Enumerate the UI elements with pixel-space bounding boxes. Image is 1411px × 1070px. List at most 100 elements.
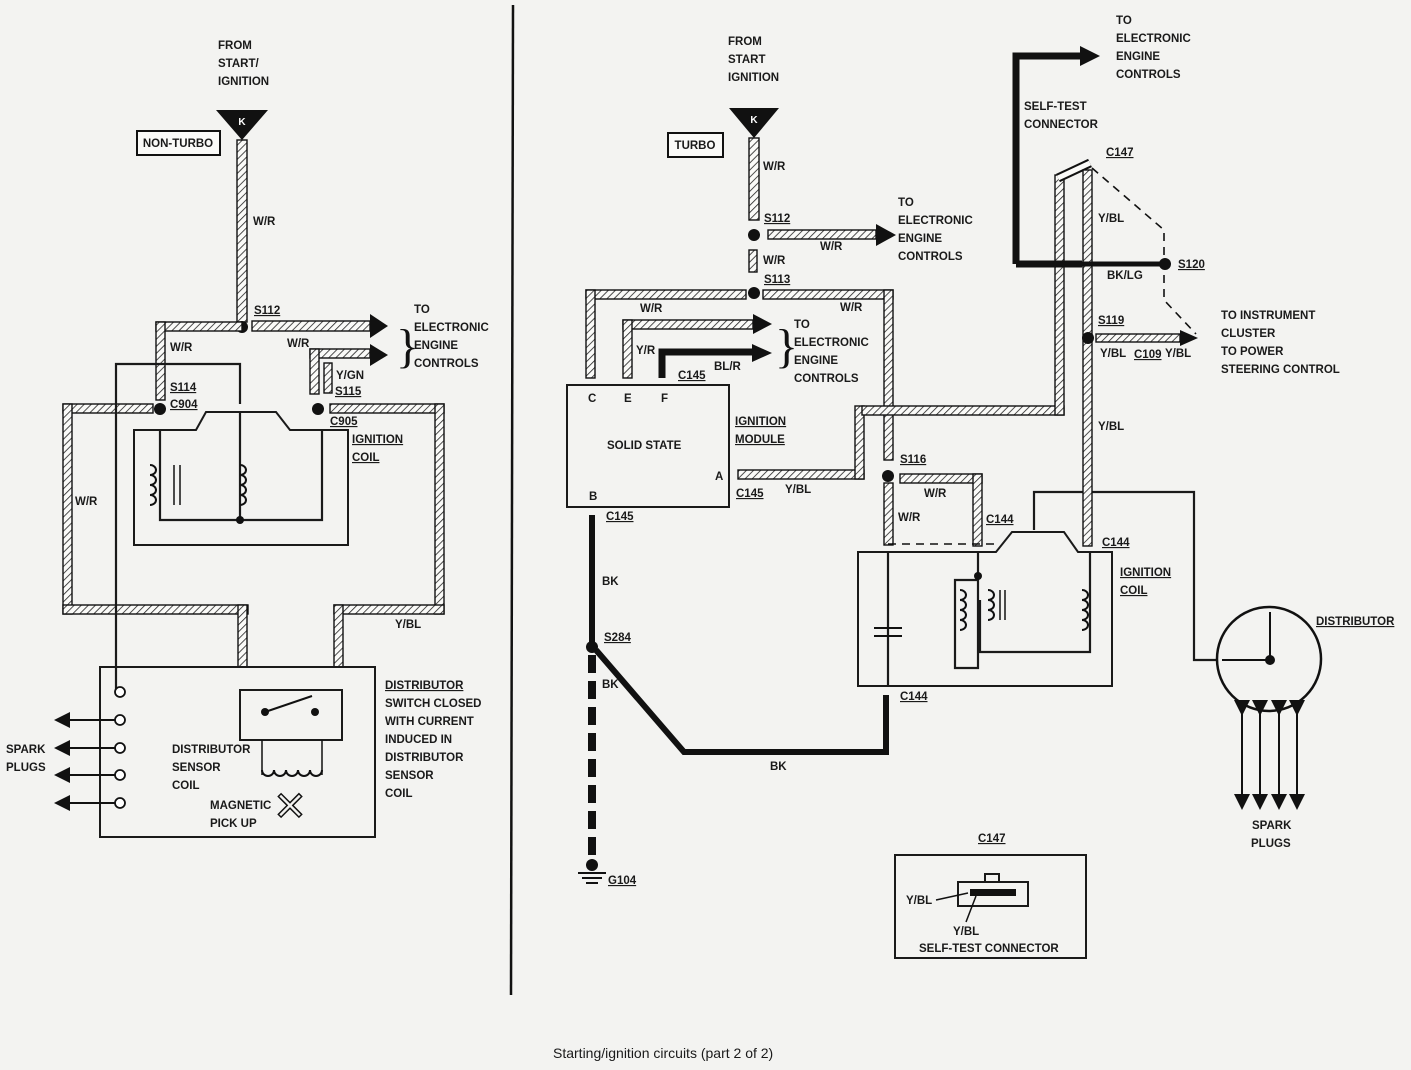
right-splice-s112: S112 xyxy=(764,213,790,225)
module-pin-c: C xyxy=(588,393,596,405)
inset-wire-ybl-2: Y/BL xyxy=(953,926,979,938)
right-wire-bk-1: BK xyxy=(602,576,619,588)
right-wire-ybl-a: Y/BL xyxy=(785,484,811,496)
right-source-label: FROM START IGNITION xyxy=(728,36,779,84)
diagram-caption: Starting/ignition circuits (part 2 of 2) xyxy=(553,1045,773,1061)
left-eec-brace: } xyxy=(396,320,419,373)
left-wire-wr-left: W/R xyxy=(170,342,193,354)
right-spark-plugs-2: PLUGS xyxy=(1251,838,1291,850)
svg-text:COIL: COIL xyxy=(172,780,199,792)
svg-text:ENGINE: ENGINE xyxy=(794,355,838,367)
svg-text:MAGNETIC: MAGNETIC xyxy=(210,800,271,812)
svg-text:CLUSTER: CLUSTER xyxy=(1221,328,1276,340)
left-spark-plugs-1: SPARK xyxy=(6,744,46,756)
right-connector-c147: C147 xyxy=(1106,147,1134,159)
svg-text:IGNITION: IGNITION xyxy=(728,72,779,84)
left-source-line-3: IGNITION xyxy=(218,76,269,88)
right-connector-c144-bot: C144 xyxy=(900,691,928,703)
left-splice-s114: S114 xyxy=(170,382,197,394)
svg-text:CONTROLS: CONTROLS xyxy=(898,251,963,263)
module-pin-b: B xyxy=(589,491,597,503)
left-connector-c905: C905 xyxy=(330,416,358,428)
right-eec-brace: } xyxy=(775,320,798,373)
left-ignition-coil xyxy=(133,411,349,546)
svg-text:ELECTRONIC: ELECTRONIC xyxy=(414,322,489,334)
left-coil-label-1: IGNITION xyxy=(352,434,403,446)
left-distributor-pins xyxy=(54,686,126,811)
right-spark-plug-leads xyxy=(1234,700,1305,810)
ignition-module-label-2: MODULE xyxy=(735,434,785,446)
module-pin-f: F xyxy=(661,393,668,405)
right-wire-wr-2: W/R xyxy=(820,241,843,253)
left-terminal-k-label: K xyxy=(238,117,246,128)
right-wire-wr-3: W/R xyxy=(763,255,786,267)
svg-text:INDUCED IN: INDUCED IN xyxy=(385,734,452,746)
right-splice-s113: S113 xyxy=(764,274,790,286)
svg-text:ELECTRONIC: ELECTRONIC xyxy=(1116,33,1191,45)
right-eec-label-1: TO ELECTRONIC ENGINE CONTROLS xyxy=(898,197,973,263)
svg-text:COIL: COIL xyxy=(385,788,412,800)
svg-text:START: START xyxy=(728,54,765,66)
left-pickup-label: MAGNETIC PICK UP xyxy=(210,800,271,830)
left-coil-label-2: COIL xyxy=(352,452,379,464)
right-wire-yr: Y/R xyxy=(636,345,656,357)
right-terminal-k-icon xyxy=(729,108,779,138)
right-connector-c145-b: C145 xyxy=(606,511,634,523)
panel-divider xyxy=(509,4,515,996)
left-splice-s112: S112 xyxy=(254,305,280,317)
right-wire-bk-3: BK xyxy=(770,761,787,773)
svg-text:ENGINE: ENGINE xyxy=(414,340,458,352)
left-connector-c904: C904 xyxy=(170,399,198,411)
right-ground-g104: G104 xyxy=(608,875,637,887)
left-source-line-2: START/ xyxy=(218,58,259,70)
svg-text:DISTRIBUTOR: DISTRIBUTOR xyxy=(385,752,464,764)
svg-text:STEERING CONTROL: STEERING CONTROL xyxy=(1221,364,1340,376)
right-wire-ybl-2: Y/BL xyxy=(1098,421,1124,433)
right-splice-s116: S116 xyxy=(900,454,926,466)
svg-text:SENSOR: SENSOR xyxy=(172,762,221,774)
svg-text:TO: TO xyxy=(414,304,430,316)
svg-text:SENSOR: SENSOR xyxy=(385,770,434,782)
svg-text:WITH CURRENT: WITH CURRENT xyxy=(385,716,474,728)
right-splice-s284: S284 xyxy=(604,632,631,644)
right-wire-wr-5: W/R xyxy=(840,302,863,314)
right-wire-bk-2: BK xyxy=(602,679,619,691)
svg-text:CONTROLS: CONTROLS xyxy=(794,373,859,385)
right-badge-box xyxy=(667,132,724,158)
svg-text:ENGINE: ENGINE xyxy=(898,233,942,245)
ignition-module-name: SOLID STATE xyxy=(607,440,682,452)
inset-c147-box xyxy=(894,854,1087,959)
right-connector-c109: C109 xyxy=(1134,349,1162,361)
right-eec-label-2: TO ELECTRONIC ENGINE CONTROLS xyxy=(794,319,869,385)
right-distributor-label: DISTRIBUTOR xyxy=(1316,616,1395,628)
left-wire-wr-branch: W/R xyxy=(287,338,310,350)
right-connector-c145-a: C145 xyxy=(736,488,764,500)
right-wire-blr: BL/R xyxy=(714,361,742,373)
left-splice-s115: S115 xyxy=(335,386,362,398)
svg-text:TO: TO xyxy=(1116,15,1132,27)
inset-wire-ybl-1: Y/BL xyxy=(906,895,932,907)
right-wire-wr-7: W/R xyxy=(924,488,947,500)
right-splice-s119: S119 xyxy=(1098,315,1124,327)
left-source-line-1: FROM xyxy=(218,40,252,52)
left-spark-plugs-2: PLUGS xyxy=(6,762,46,774)
right-splice-s120: S120 xyxy=(1178,259,1205,271)
ignition-module-box xyxy=(566,384,730,508)
svg-text:SWITCH CLOSED: SWITCH CLOSED xyxy=(385,698,481,710)
inset-caption: SELF-TEST CONNECTOR xyxy=(919,943,1059,955)
svg-text:TO: TO xyxy=(794,319,810,331)
right-spark-plugs-1: SPARK xyxy=(1252,820,1292,832)
right-wire-wr-4: W/R xyxy=(640,303,663,315)
instrument-label: TO INSTRUMENT CLUSTER TO POWER STEERING … xyxy=(1221,310,1340,376)
right-wire-ybl-1: Y/BL xyxy=(1098,213,1124,225)
right-connector-c144-r: C144 xyxy=(1102,537,1130,549)
left-source-label: FROM START/ IGNITION xyxy=(218,40,269,88)
magnetic-pickup-icon: ✕ xyxy=(273,785,307,829)
self-test-label-2: CONNECTOR xyxy=(1024,119,1099,131)
right-wire-wr-1: W/R xyxy=(763,161,786,173)
right-wire-ybl-4: Y/BL xyxy=(1165,348,1191,360)
svg-text:TO POWER: TO POWER xyxy=(1221,346,1284,358)
svg-text:ENGINE: ENGINE xyxy=(1116,51,1160,63)
right-ignition-coil xyxy=(857,490,1216,687)
module-pin-e: E xyxy=(624,393,632,405)
